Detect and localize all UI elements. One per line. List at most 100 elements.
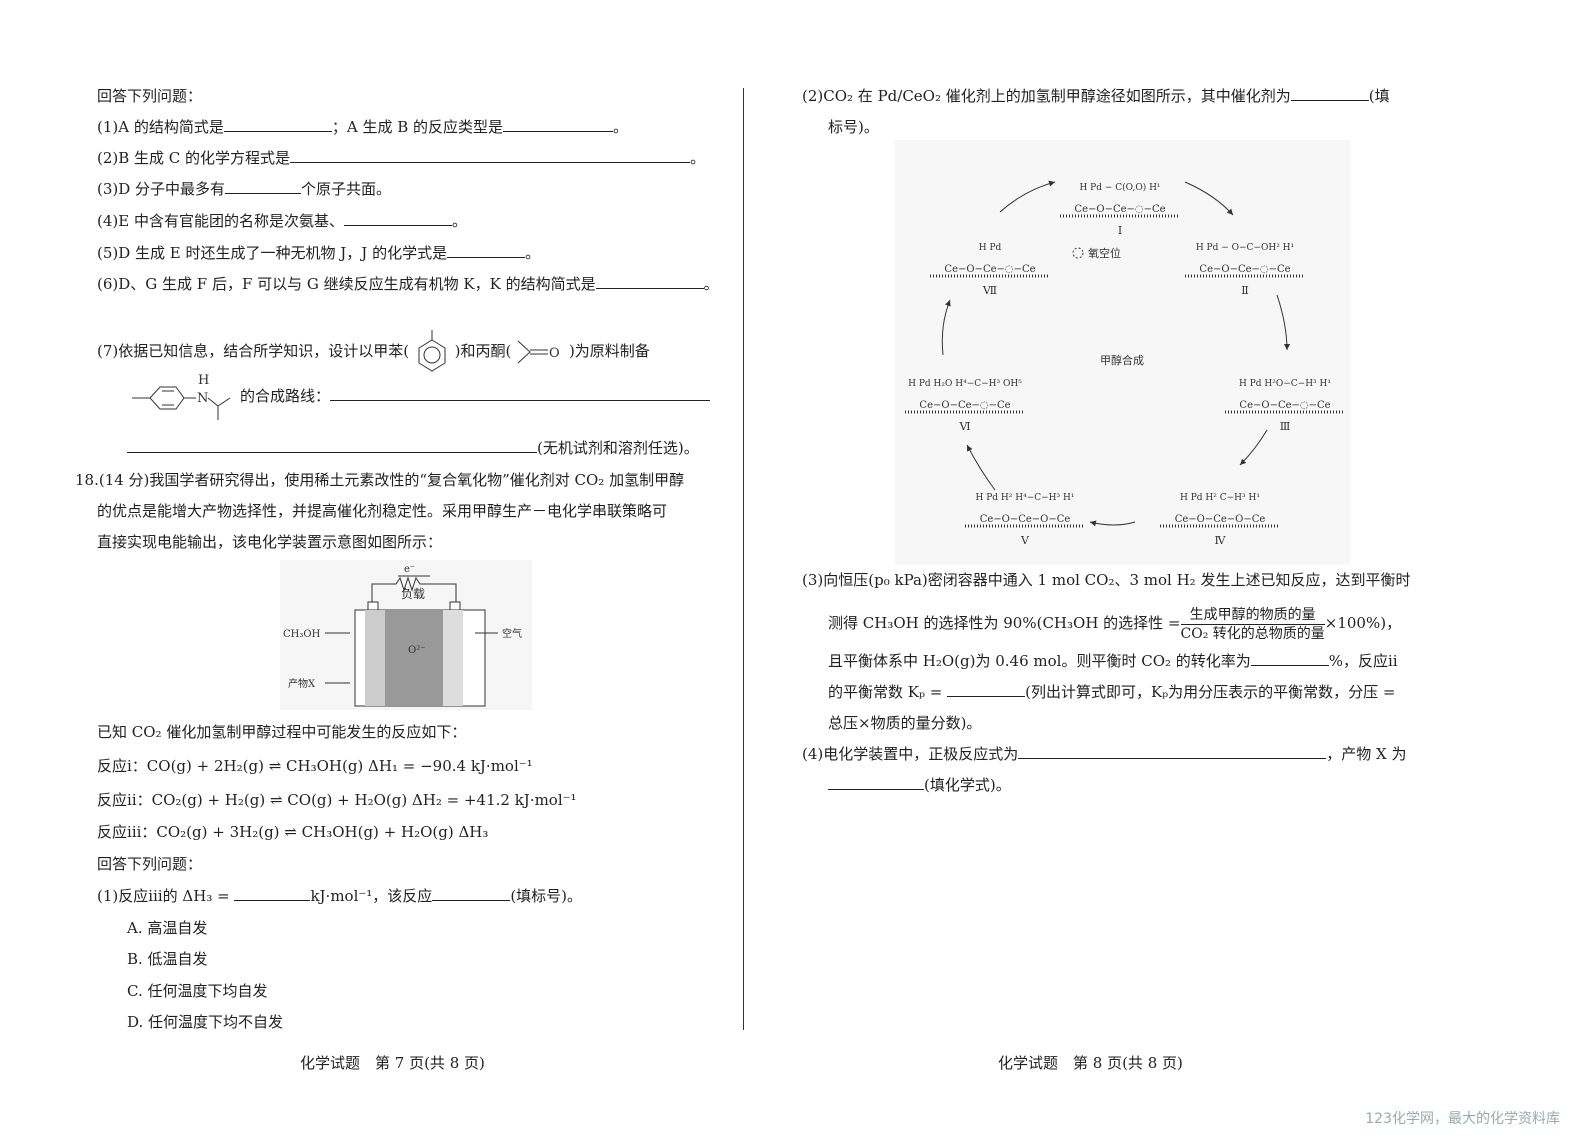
q2-end: 。 — [690, 149, 706, 167]
q3-text: (3)D 分子中最多有 — [97, 180, 226, 198]
option-d: D. 任何温度下均不自发 — [127, 1013, 284, 1031]
p3-text-d: 且平衡体系中 H₂O(g)为 0.46 mol。则平衡时 CO₂ 的转化率为 — [828, 652, 1251, 670]
q6-text: (6)D、G 生成 F 后，F 可以与 G 继续反应生成有机物 K，K 的结构简… — [97, 275, 596, 293]
question-5: (5)D 生成 E 时还生成了一种无机物 J，J 的化学式是。 — [97, 243, 540, 263]
adsorbate-label: H Pd − O−C−OH² H¹ — [1196, 243, 1294, 253]
question-2: (2)B 生成 C 的化学方程式是 。 — [97, 148, 705, 168]
answer-blank[interactable] — [1250, 651, 1329, 666]
question-7-route-2: (无机试剂和溶剂任选)。 — [127, 438, 699, 458]
station-numeral: Ⅴ — [1020, 534, 1030, 547]
part-2: (2)CO₂ 在 Pd/CeO₂ 催化剂上的加氢制甲醇途径如图所示，其中催化剂为… — [802, 86, 1390, 106]
answer-blank[interactable] — [1018, 744, 1327, 759]
reaction-i: 反应ⅰ：CO(g) + 2H₂(g) ⇌ CH₃OH(g) ΔH₁ = −90.… — [97, 757, 533, 775]
catalytic-cycle-diagram: 甲醇合成 氧空位 Ce−O−Ce−◌−CeH Pd − C(O,O) H¹ⅠCe… — [895, 140, 1350, 565]
acetone-structure: O — [517, 340, 560, 364]
ion-label: O²⁻ — [408, 645, 426, 656]
station-numeral: Ⅵ — [958, 420, 970, 433]
cycle-arrow — [999, 180, 1056, 213]
air-label: 空气 — [502, 627, 522, 640]
part-3-line-4: 的平衡常数 Kₚ = (列出计算式即可，Kₚ为用分压表示的平衡常数，分压 = — [828, 682, 1396, 702]
answer-blank[interactable] — [1290, 86, 1369, 101]
answer-blank[interactable] — [828, 775, 924, 790]
answer-blank[interactable] — [225, 179, 302, 194]
intro-2: 回答下列问题： — [97, 855, 203, 873]
q1-text: (1)A 的结构简式是 — [97, 118, 224, 136]
surface-label: Ce−O−Ce−O−Ce — [1175, 514, 1266, 525]
p4-text-b: ，产物 X 为 — [1326, 745, 1407, 763]
part-3-line-5: 总压×物质的量分数)。 — [828, 714, 982, 732]
question-6: (6)D、G 生成 F 后，F 可以与 G 继续反应生成有机物 K，K 的结构简… — [97, 274, 719, 294]
q7-route-label: 的合成路线： — [240, 387, 331, 405]
answer-blank[interactable] — [947, 682, 1026, 697]
answer-blank[interactable] — [223, 117, 332, 132]
option-b: B. 低温自发 — [127, 950, 208, 968]
answer-blank[interactable] — [432, 886, 511, 901]
surface-label: Ce−O−Ce−◌−Ce — [944, 264, 1035, 275]
q6-end: 。 — [703, 275, 719, 293]
adsorbate-label: H Pd − C(O,O) H¹ — [1079, 182, 1160, 193]
station-numeral: Ⅲ — [1280, 420, 1291, 433]
p1-text-b: kJ·mol⁻¹，该反应 — [310, 887, 433, 905]
p2-text: (2)CO₂ 在 Pd/CeO₂ 催化剂上的加氢制甲醇途径如图所示，其中催化剂为 — [802, 87, 1291, 105]
q4-end: 。 — [451, 212, 467, 230]
intro: 回答下列问题： — [97, 87, 203, 105]
part-3-line-3: 且平衡体系中 H₂O(g)为 0.46 mol。则平衡时 CO₂ 的转化率为%，… — [828, 651, 1398, 671]
toluene-structure — [418, 330, 446, 372]
p4-text: (4)电化学装置中，正极反应式为 — [802, 745, 1019, 763]
load-label: 负载 — [401, 587, 425, 601]
cycle-arrow — [1089, 520, 1136, 527]
option-a: A. 高温自发 — [127, 919, 208, 937]
adsorbate-label: H Pd — [979, 243, 1002, 253]
surface-label: Ce−O−Ce−◌−Ce — [919, 400, 1010, 411]
column-divider — [743, 88, 744, 1030]
cycle-arrow — [966, 444, 996, 491]
p3-text-g: (列出计算式即可，Kₚ为用分压表示的平衡常数，分压 = — [1025, 683, 1396, 701]
p2-end: 标号)。 — [828, 118, 879, 136]
q7-text-c: )为原料制备 — [568, 342, 650, 360]
q1-text-b: ；A 生成 B 的反应类型是 — [331, 118, 504, 136]
station-numeral: Ⅶ — [982, 284, 997, 297]
oxygen-vacancy-icon — [1072, 247, 1084, 259]
reaction-iii: 反应ⅲ：CO₂(g) + 3H₂(g) ⇌ CH₃OH(g) + H₂O(g) … — [97, 823, 489, 841]
surface-label: Ce−O−Ce−◌−Ce — [1074, 204, 1165, 215]
cycle-station: Ce−O−Ce−◌−Ce H Pd Ⅶ — [930, 243, 1050, 297]
product-label: 产物X — [288, 677, 316, 690]
electron-label: e⁻ — [404, 564, 415, 575]
answer-blank[interactable] — [234, 886, 311, 901]
surface-label: Ce−O−Ce−O−Ce — [980, 514, 1071, 525]
q18-line: 的优点是能增大产物选择性，并提高催化剂稳定性。采用甲醇生产－电化学串联策略可 — [97, 502, 668, 520]
p4-end: (填化学式)。 — [924, 776, 1011, 794]
answer-blank[interactable] — [127, 438, 537, 453]
station-numeral: Ⅱ — [1241, 284, 1248, 297]
answer-blank[interactable] — [595, 274, 704, 289]
station-numeral: Ⅰ — [1118, 224, 1122, 237]
q4-text: (4)E 中含有官能团的名称是次氨基、 — [97, 212, 344, 230]
surface-label: Ce−O−Ce−◌−Ce — [1239, 400, 1330, 411]
known-reactions-intro: 已知 CO₂ 催化加氢制甲醇过程中可能发生的反应如下： — [97, 723, 467, 741]
question-3: (3)D 分子中最多有个原子共面。 — [97, 179, 391, 199]
reaction-ii: 反应ⅱ：CO₂(g) + H₂(g) ⇌ CO(g) + H₂O(g) ΔH₂ … — [97, 791, 577, 809]
question-1: (1)A 的结构简式是；A 生成 B 的反应类型是。 — [97, 117, 628, 137]
fraction-denominator: CO₂ 转化的总物质的量 — [1180, 625, 1325, 642]
p3-text-f: 的平衡常数 Kₚ = — [828, 683, 943, 701]
q7-text: (7)依据已知信息，结合所学知识，设计以甲苯( — [97, 342, 410, 360]
cycle-arrow — [1276, 294, 1290, 351]
page-footer-7: 化学试题 第 7 页(共 8 页) — [300, 1054, 485, 1072]
p1-end: (填标号)。 — [510, 887, 583, 905]
q5-end: 。 — [525, 244, 541, 262]
answer-blank[interactable] — [447, 243, 526, 258]
methanol-synthesis-label: 甲醇合成 — [1100, 353, 1144, 367]
adsorbate-label: H Pd H₂O H⁴−C−H³ OH⁵ — [908, 379, 1022, 389]
answer-blank[interactable] — [290, 148, 691, 163]
part-1: (1)反应ⅲ的 ΔH₃ = kJ·mol⁻¹，该反应(填标号)。 — [97, 886, 582, 906]
station-numeral: Ⅳ — [1215, 534, 1227, 547]
q2-text: (2)B 生成 C 的化学方程式是 — [97, 149, 291, 167]
answer-blank[interactable] — [343, 211, 452, 226]
answer-blank[interactable] — [503, 117, 614, 132]
part-4-line-2: (填化学式)。 — [828, 775, 1011, 795]
answer-blank[interactable] — [330, 386, 711, 401]
page-footer-8: 化学试题 第 8 页(共 8 页) — [998, 1054, 1183, 1072]
